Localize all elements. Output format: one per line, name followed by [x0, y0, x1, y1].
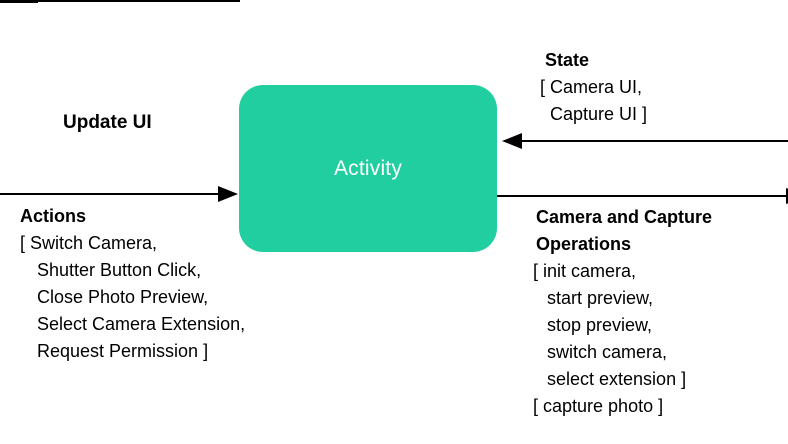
state-arrowhead-icon [502, 133, 522, 149]
camera-ops-line: select extension ] [547, 369, 687, 389]
state-line: Capture UI ] [550, 104, 648, 124]
camera-ops-line: start preview, [547, 288, 654, 308]
camera-ops-line: [ capture photo ] [533, 396, 664, 416]
state-arrow-line [520, 140, 788, 142]
update-ui-label: Update UI [63, 112, 152, 133]
camera-ops-arrow-line [497, 195, 788, 197]
actions-arrowhead-icon [218, 186, 238, 202]
actions-title: Actions [20, 206, 87, 226]
actions-line: Select Camera Extension, [37, 314, 246, 334]
state-label-block: State [ Camera UI, Capture UI ] [540, 47, 647, 128]
camera-ops-line: stop preview, [547, 315, 653, 335]
actions-label-block: Actions [ Switch Camera, Shutter Button … [20, 203, 245, 365]
camera-ops-arrowhead-icon [786, 188, 788, 204]
camera-ops-line: switch camera, [547, 342, 668, 362]
camera-ops-line: [ init camera, [533, 261, 637, 281]
actions-arrow-line [0, 193, 222, 195]
actions-line: Close Photo Preview, [37, 287, 209, 307]
state-line: [ Camera UI, [540, 77, 643, 97]
activity-node: Activity [239, 85, 497, 252]
state-title: State [545, 50, 590, 70]
camera-ops-label-block: Camera and Capture Operations [ init cam… [533, 204, 731, 420]
actions-line: Shutter Button Click, [37, 260, 202, 280]
actions-line: [ Switch Camera, [20, 233, 158, 253]
camera-ops-title: Camera and Capture Operations [536, 207, 713, 254]
actions-line: Request Permission ] [37, 341, 209, 361]
update-ui-arrow-line [0, 0, 240, 2]
activity-node-label: Activity [333, 156, 403, 180]
